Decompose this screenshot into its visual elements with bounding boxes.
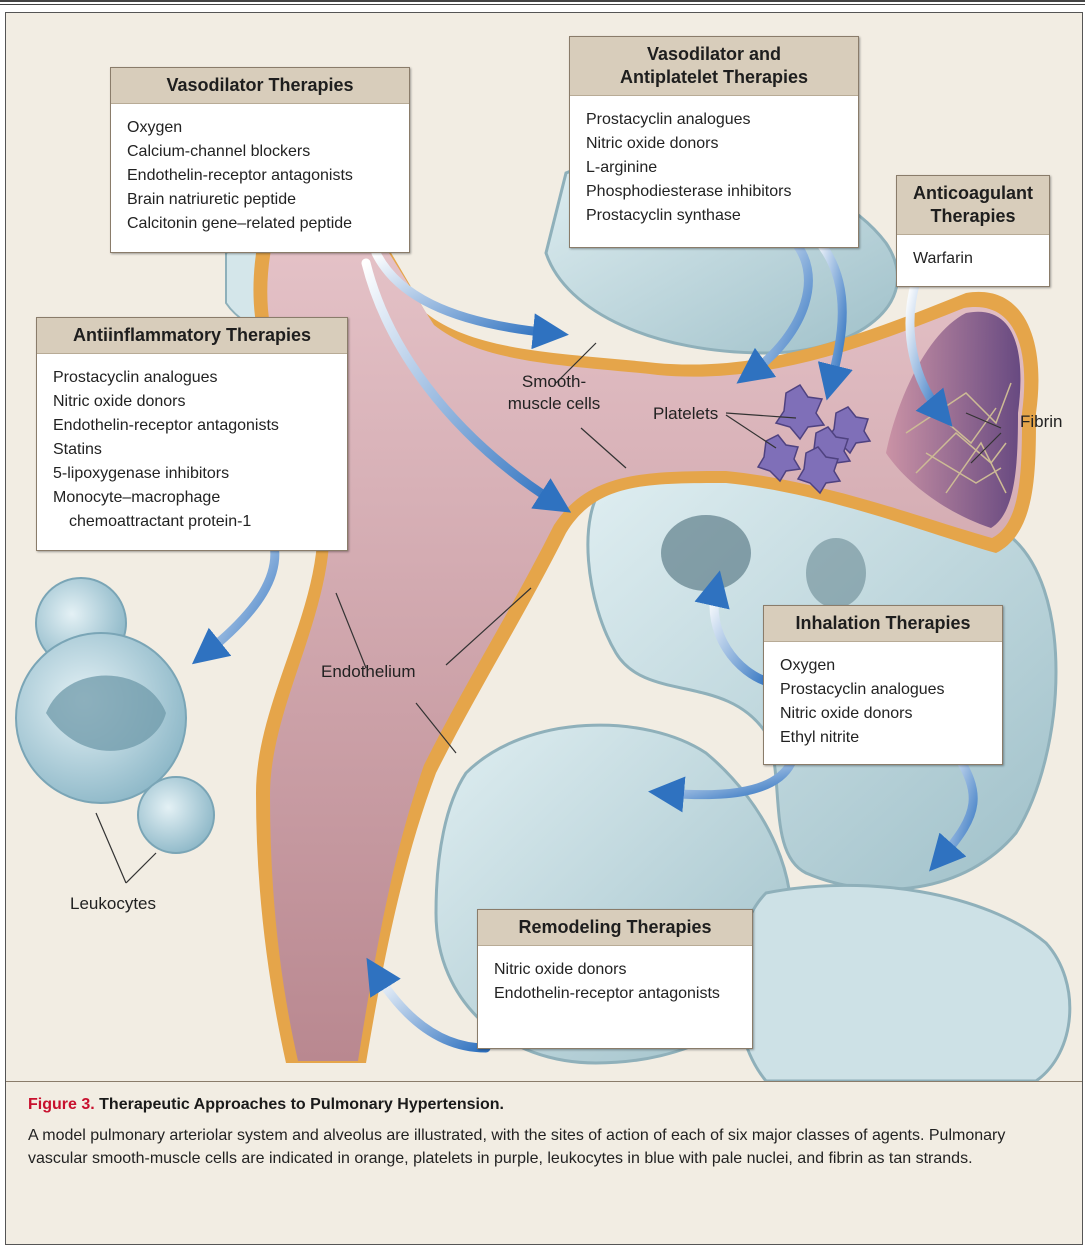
remodeling-therapies-box: Remodeling Therapies Nitric oxide donors…: [477, 909, 753, 1049]
figure-panel: Vasodilator Therapies Oxygen Calcium-cha…: [5, 12, 1083, 1245]
inhalation-therapies-box: Inhalation Therapies Oxygen Prostacyclin…: [763, 605, 1003, 765]
caption-title-text: Therapeutic Approaches to Pulmonary Hype…: [99, 1096, 504, 1113]
illustration: Vasodilator Therapies Oxygen Calcium-cha…: [6, 13, 1082, 1081]
list-item: Brain natriuretic peptide: [127, 188, 395, 212]
list-item: Phosphodiesterase inhibitors: [586, 180, 844, 204]
endothelium-label: Endothelium: [321, 661, 416, 683]
list-item: Nitric oxide donors: [586, 132, 844, 156]
list-item: Oxygen: [780, 654, 988, 678]
caption-text: A model pulmonary arteriolar system and …: [28, 1124, 1062, 1170]
vasodilator-therapies-list: Oxygen Calcium-channel blockers Endothel…: [111, 104, 409, 246]
vasodilator-antiplatelet-therapies-title: Vasodilator and Antiplatelet Therapies: [570, 37, 858, 96]
list-item: Endothelin-receptor antagonists: [127, 164, 395, 188]
antiinflammatory-therapies-box: Antiinflammatory Therapies Prostacyclin …: [36, 317, 348, 551]
list-item: Prostacyclin analogues: [586, 108, 844, 132]
list-item: Endothelin-receptor antagonists: [53, 414, 333, 438]
list-item: Ethyl nitrite: [780, 726, 988, 750]
remodeling-therapies-title: Remodeling Therapies: [478, 910, 752, 946]
anticoagulant-therapies-box: Anticoagulant Therapies Warfarin: [896, 175, 1050, 287]
smooth-muscle-cells-label: Smooth- muscle cells: [494, 371, 614, 415]
inhalation-therapies-list: Oxygen Prostacyclin analogues Nitric oxi…: [764, 642, 1002, 760]
vasodilator-antiplatelet-therapies-list: Prostacyclin analogues Nitric oxide dono…: [570, 96, 858, 238]
list-item: Oxygen: [127, 116, 395, 140]
list-item: Prostacyclin synthase: [586, 204, 844, 228]
list-item: Nitric oxide donors: [780, 702, 988, 726]
remodeling-therapies-list: Nitric oxide donors Endothelin-receptor …: [478, 946, 752, 1016]
list-item: Statins: [53, 438, 333, 462]
fibrin-label: Fibrin: [1020, 411, 1063, 433]
list-item: Endothelin-receptor antagonists: [494, 982, 738, 1006]
caption-title: Figure 3. Therapeutic Approaches to Pulm…: [28, 1096, 1062, 1114]
list-item: Prostacyclin analogues: [780, 678, 988, 702]
top-rule-thin: [0, 4, 1085, 5]
list-item: Nitric oxide donors: [494, 958, 738, 982]
list-item: Calcitonin gene–related peptide: [127, 212, 395, 236]
figure-number: Figure 3.: [28, 1096, 95, 1113]
top-rule: [0, 0, 1085, 2]
list-item: Calcium-channel blockers: [127, 140, 395, 164]
figure-caption: Figure 3. Therapeutic Approaches to Pulm…: [6, 1081, 1082, 1245]
leukocytes-label: Leukocytes: [70, 893, 156, 915]
title-line-1: Vasodilator and: [576, 43, 852, 66]
antiinflammatory-therapies-list: Prostacyclin analogues Nitric oxide dono…: [37, 354, 347, 544]
list-item: Warfarin: [913, 247, 1035, 271]
smooth-muscle-line-2: muscle cells: [494, 393, 614, 415]
list-item: Monocyte–macrophage: [53, 486, 333, 510]
title-line-2: Antiplatelet Therapies: [576, 66, 852, 89]
inhalation-therapies-title: Inhalation Therapies: [764, 606, 1002, 642]
title-line-1: Anticoagulant: [903, 182, 1043, 205]
smooth-muscle-line-1: Smooth-: [494, 371, 614, 393]
list-item: L-arginine: [586, 156, 844, 180]
title-line-2: Therapies: [903, 205, 1043, 228]
list-item: 5-lipoxygenase inhibitors: [53, 462, 333, 486]
leukocytes: [16, 578, 214, 853]
list-item: Nitric oxide donors: [53, 390, 333, 414]
vasodilator-antiplatelet-therapies-box: Vasodilator and Antiplatelet Therapies P…: [569, 36, 859, 248]
vasodilator-therapies-box: Vasodilator Therapies Oxygen Calcium-cha…: [110, 67, 410, 253]
platelets-label: Platelets: [653, 403, 718, 425]
anticoagulant-therapies-title: Anticoagulant Therapies: [897, 176, 1049, 235]
list-item: chemoattractant protein-1: [53, 510, 333, 534]
list-item: Prostacyclin analogues: [53, 366, 333, 390]
vasodilator-therapies-title: Vasodilator Therapies: [111, 68, 409, 104]
antiinflammatory-therapies-title: Antiinflammatory Therapies: [37, 318, 347, 354]
anticoagulant-therapies-list: Warfarin: [897, 235, 1049, 281]
